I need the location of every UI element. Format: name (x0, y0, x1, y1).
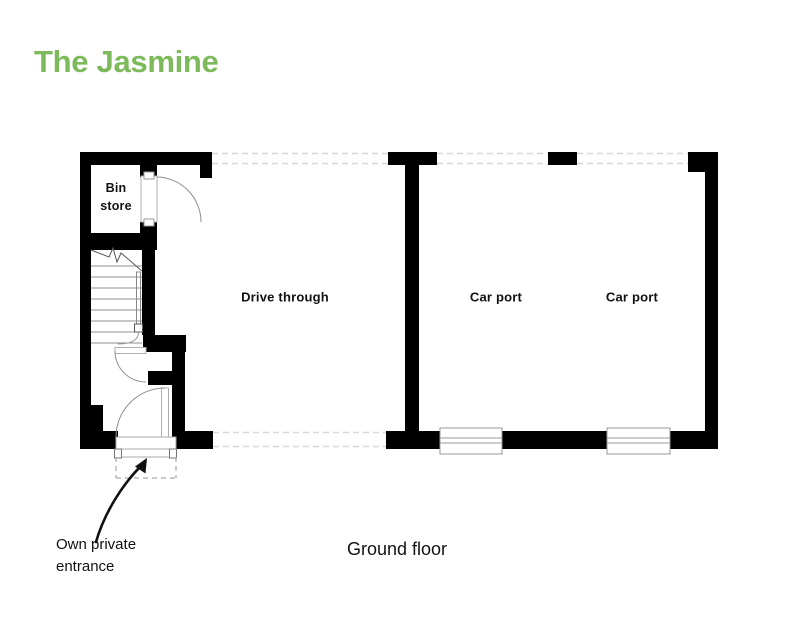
wall-segment-top-left (80, 152, 212, 165)
floor-caption: Ground floor (347, 539, 448, 559)
staircase (90, 246, 143, 345)
wall-step-bottom-left (80, 405, 103, 432)
hall-door (114, 347, 147, 383)
opening-dashes (212, 152, 688, 448)
wall-hall-pier (148, 371, 172, 385)
wall-segment-bottom-entrance-right (172, 431, 213, 449)
porch-outline (115, 457, 177, 479)
room-label-bin-store: Bin store (100, 180, 132, 213)
room-label-car-port-1: Car port (469, 289, 523, 305)
wall-segment-between-windows (502, 431, 607, 449)
arrow-shaft (94, 461, 146, 544)
wall-bin-door-jamb-bottom (140, 222, 157, 233)
entrance-door (114, 387, 177, 459)
wall-hall-top (143, 335, 186, 352)
entrance-sill (115, 436, 177, 458)
stair-rail-curve (117, 331, 139, 345)
window-1 (439, 427, 503, 455)
door-leaf (161, 387, 169, 438)
room-label-car-port-2: Car port (605, 289, 659, 305)
wall-pier-top-carport (548, 152, 577, 165)
door-jamb-tab (169, 448, 177, 459)
door-hinge-tab (143, 171, 155, 180)
wall-stair-east (142, 250, 155, 335)
stair-newel-post (134, 323, 143, 333)
page-title: The Jasmine (34, 44, 219, 79)
stair-break-line (90, 246, 143, 272)
entrance-arrow-icon (94, 458, 147, 544)
entrance-annotation: Own private entrance (56, 536, 137, 575)
window-frame (439, 427, 503, 455)
wall-hall-east (172, 352, 185, 431)
windows (439, 427, 671, 455)
wall-return-pier (200, 165, 212, 178)
door-swing-arc (156, 176, 202, 223)
wall-pier-bottom-middle (386, 431, 440, 449)
wall-segment-bottom-entrance-left (80, 431, 118, 449)
door-swing-arc (115, 387, 166, 438)
room-label-drive-through: Drive through (241, 289, 329, 305)
wall-segment-bottom-right (670, 431, 718, 449)
door-hinge-tab (143, 218, 155, 227)
window-2 (606, 427, 671, 455)
door-leaf (114, 347, 147, 354)
wall-right (705, 165, 718, 449)
stair-handrail (136, 271, 141, 325)
wall-left (80, 152, 91, 449)
walls (80, 152, 718, 449)
arrow-head (135, 458, 147, 474)
bin-store-door (140, 171, 202, 227)
wall-divider (405, 165, 419, 431)
wall-pier-top-middle (388, 152, 437, 165)
wall-bin-store-bottom (80, 233, 157, 250)
door-swing-arc (114, 350, 147, 383)
door-jamb-tab (114, 448, 122, 459)
window-frame (606, 427, 671, 455)
door-leaf (140, 175, 158, 223)
